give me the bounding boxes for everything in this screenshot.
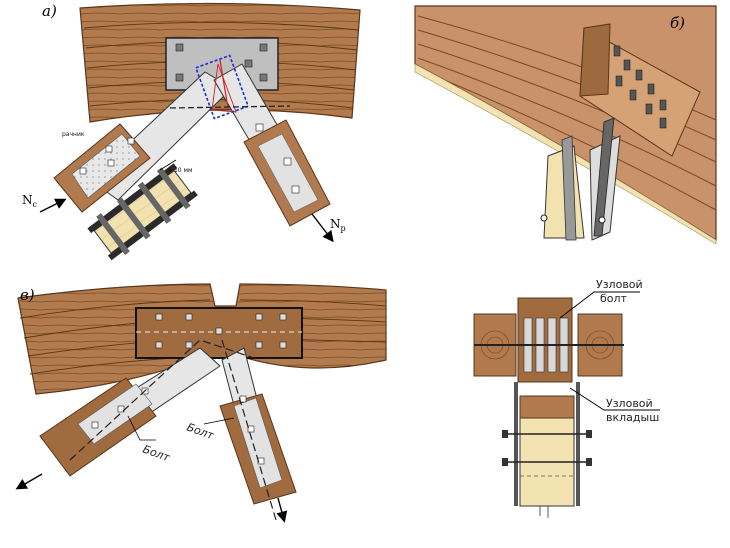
panel-a-note-tag: рачник bbox=[62, 131, 85, 138]
panel-c: Болт Болт в) bbox=[15, 283, 387, 523]
panel-c-bolt-left: Болт bbox=[141, 443, 172, 465]
panel-c-label: в) bbox=[20, 286, 35, 304]
panel-a-force-left: Nc bbox=[22, 193, 38, 209]
panel-c-bolt-right: Болт bbox=[185, 421, 216, 443]
panel-a-force-right-arrow bbox=[311, 213, 334, 243]
panel-d-callout-bolt-1: Узловой bbox=[596, 278, 643, 291]
panel-d-callout-insert-2: вкладыш bbox=[606, 411, 659, 424]
panel-d-callout-insert-1: Узловой bbox=[606, 397, 653, 410]
panel-b: б) bbox=[414, 5, 717, 245]
panel-b-label: б) bbox=[670, 14, 685, 32]
panel-a-force-left-arrow bbox=[39, 198, 67, 213]
panel-a: 8-10 мм рачник Nc Np а) bbox=[22, 2, 361, 261]
panel-d: Узловой болт Узловой вкладыш bbox=[473, 278, 660, 518]
panel-a-dim-note: 8-10 мм bbox=[168, 167, 193, 174]
panel-a-force-right: Np bbox=[330, 217, 346, 233]
panel-d-callout-bolt-2: болт bbox=[600, 292, 628, 305]
panel-a-label: а) bbox=[42, 2, 57, 20]
panel-a-section-detail bbox=[87, 163, 198, 261]
